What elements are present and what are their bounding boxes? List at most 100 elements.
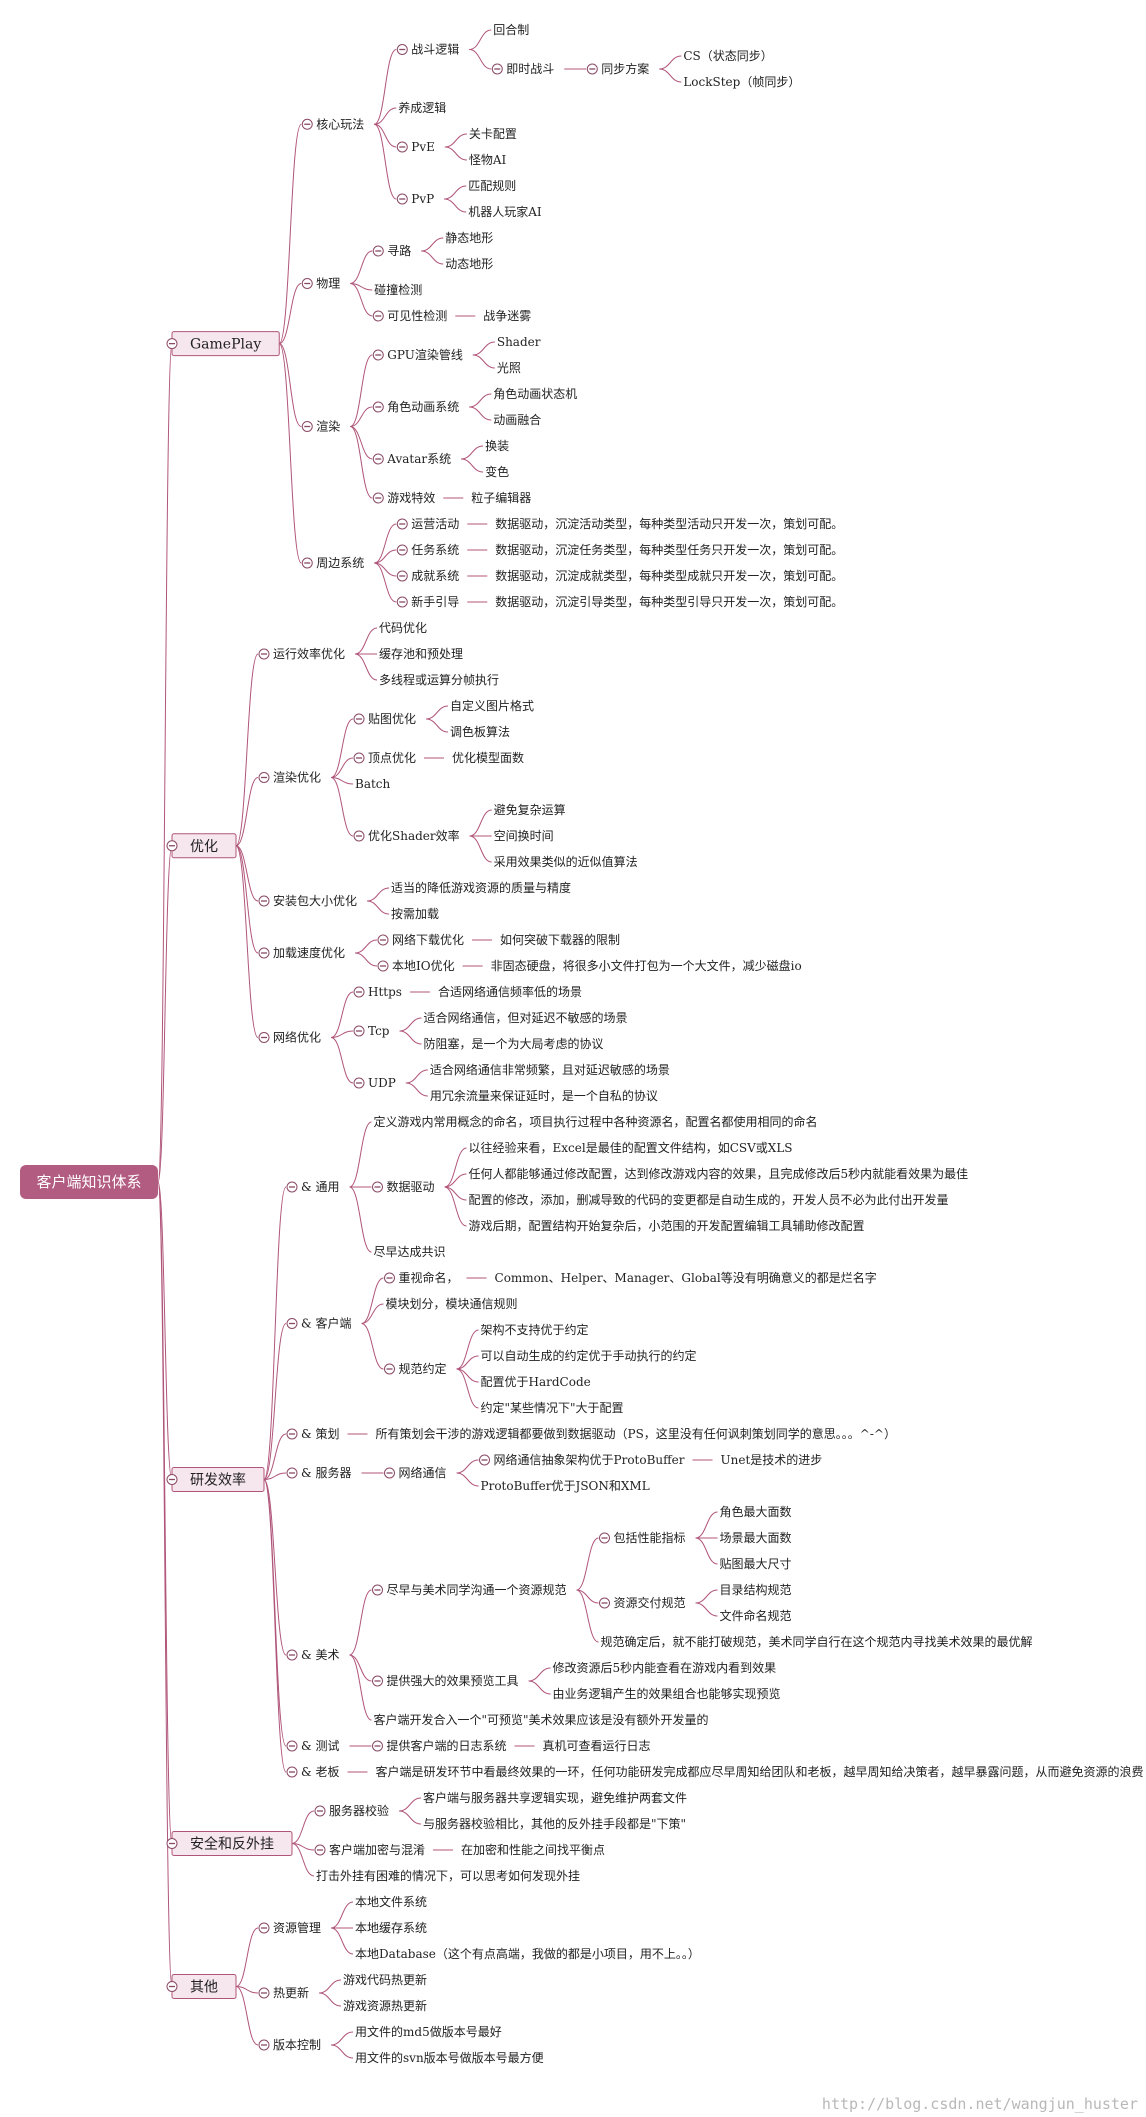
topic-label: 成就系统: [411, 569, 459, 583]
collapse-icon[interactable]: [372, 245, 384, 257]
leaf-label: 游戏代码热更新: [343, 1972, 427, 1987]
topic-label: 规范约定: [399, 1361, 447, 1376]
branch-label: 研发效率: [190, 1472, 246, 1489]
leaf-label: 用冗余流量来保证延时，是一个自私的协议: [430, 1088, 658, 1103]
collapse-icon[interactable]: [353, 1077, 365, 1089]
collapse-icon[interactable]: [166, 1981, 178, 1992]
collapse-icon[interactable]: [258, 1922, 270, 1934]
topic-label: 包括性能指标: [614, 1530, 686, 1545]
collapse-icon[interactable]: [353, 830, 365, 842]
leaf-label: 由业务逻辑产生的效果组合也能够实现预览: [553, 1686, 781, 1701]
collapse-icon[interactable]: [396, 544, 408, 556]
collapse-icon[interactable]: [384, 1467, 395, 1479]
collapse-icon[interactable]: [166, 338, 178, 350]
connector: [318, 1979, 342, 1994]
collapse-icon[interactable]: [586, 63, 598, 75]
topic-label: 渲染: [316, 419, 340, 434]
topic-label: 数据驱动: [387, 1179, 435, 1194]
topic-label: & 美术: [301, 1648, 340, 1662]
connector: [235, 845, 259, 954]
collapse-icon[interactable]: [384, 1363, 395, 1375]
collapse-icon[interactable]: [353, 713, 365, 725]
connector: [576, 1537, 599, 1591]
collapse-icon[interactable]: [353, 752, 365, 764]
leaf-label: 可以自动生成的约定优于手动执行的约定: [481, 1348, 697, 1363]
collapse-icon[interactable]: [599, 1532, 611, 1544]
collapse-icon[interactable]: [384, 1272, 395, 1284]
collapse-icon[interactable]: [396, 596, 408, 608]
collapse-icon[interactable]: [396, 141, 408, 153]
leaf-label: 场景最大面数: [720, 1530, 792, 1545]
collapse-icon[interactable]: [491, 63, 503, 75]
collapse-icon[interactable]: [258, 772, 270, 783]
connector: [263, 1479, 287, 1773]
collapse-icon[interactable]: [372, 401, 384, 413]
leaf-label: 模块划分，模块通信规则: [386, 1296, 518, 1311]
topic-label: GPU渲染管线: [387, 347, 463, 362]
collapse-icon[interactable]: [286, 1649, 298, 1661]
collapse-icon[interactable]: [353, 1025, 365, 1037]
collapse-icon[interactable]: [258, 895, 270, 907]
connector: [456, 1472, 479, 1487]
connector: [354, 939, 378, 954]
collapse-icon[interactable]: [258, 1987, 270, 1999]
collapse-icon[interactable]: [166, 1838, 178, 1849]
leaf-label: 本地文件系统: [355, 1894, 427, 1909]
connector: [444, 1186, 467, 1227]
collapse-icon[interactable]: [286, 1428, 298, 1440]
collapse-icon[interactable]: [479, 1454, 491, 1466]
collapse-icon[interactable]: [286, 1181, 298, 1193]
collapse-icon[interactable]: [377, 934, 389, 946]
topic-label: 可见性检测: [387, 308, 447, 323]
topic-label: 战斗逻辑: [411, 43, 459, 57]
topic-label: 渲染优化: [273, 770, 321, 785]
collapse-icon[interactable]: [396, 570, 408, 582]
collapse-icon[interactable]: [286, 1318, 298, 1329]
leaf-label: 关卡配置: [469, 127, 517, 141]
collapse-icon[interactable]: [314, 1805, 326, 1817]
leaf-label: 任何人都能够通过修改配置，达到修改游戏内容的效果，且完成修改后5秒内就能看效果为…: [469, 1166, 969, 1181]
collapse-icon[interactable]: [166, 840, 178, 852]
collapse-icon[interactable]: [599, 1597, 611, 1609]
collapse-icon[interactable]: [301, 421, 313, 432]
root-label: 客户端知识体系: [36, 1173, 141, 1191]
connector: [330, 1901, 354, 1929]
connector: [425, 718, 449, 733]
topic-label: & 测试: [301, 1738, 340, 1753]
collapse-icon[interactable]: [301, 557, 313, 569]
collapse-icon[interactable]: [372, 492, 384, 504]
collapse-icon[interactable]: [286, 1766, 298, 1778]
collapse-icon[interactable]: [353, 986, 365, 998]
collapse-icon[interactable]: [372, 349, 384, 361]
connector: [695, 1589, 718, 1604]
branch-label: GamePlay: [190, 337, 261, 353]
connector: [576, 1589, 599, 1643]
connector: [374, 123, 397, 148]
collapse-icon[interactable]: [301, 118, 313, 130]
collapse-icon[interactable]: [258, 947, 270, 959]
topic-label: 版本控制: [273, 2038, 321, 2052]
collapse-icon[interactable]: [396, 44, 408, 55]
collapse-icon[interactable]: [372, 1181, 383, 1193]
collapse-icon[interactable]: [396, 193, 408, 205]
collapse-icon[interactable]: [372, 310, 384, 322]
collapse-icon[interactable]: [372, 453, 384, 465]
collapse-icon[interactable]: [286, 1467, 298, 1479]
connector: [350, 283, 373, 317]
collapse-icon[interactable]: [396, 518, 408, 530]
leaf-label: 角色最大面数: [720, 1504, 792, 1519]
leaf-label: 本地缓存系统: [355, 1921, 427, 1935]
collapse-icon[interactable]: [372, 1675, 383, 1687]
collapse-icon[interactable]: [301, 278, 313, 289]
collapse-icon[interactable]: [377, 960, 389, 972]
collapse-icon[interactable]: [372, 1584, 383, 1596]
collapse-icon[interactable]: [372, 1740, 383, 1752]
collapse-icon[interactable]: [258, 1032, 270, 1043]
connector: [374, 523, 397, 564]
leaf-label: 适当的降低游戏资源的质量与精度: [391, 880, 571, 895]
collapse-icon[interactable]: [286, 1740, 298, 1752]
collapse-icon[interactable]: [314, 1844, 326, 1856]
collapse-icon[interactable]: [258, 2039, 270, 2051]
collapse-icon[interactable]: [258, 648, 270, 660]
collapse-icon[interactable]: [166, 1474, 178, 1485]
